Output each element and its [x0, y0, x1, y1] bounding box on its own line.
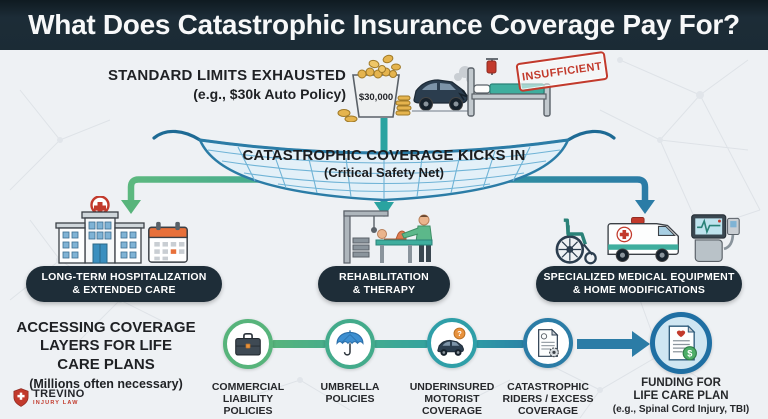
shield-icon [13, 388, 29, 407]
step-label-commercial-liability: COMMERCIAL LIABILITY POLICIES [211, 381, 285, 417]
page-title: What Does Catastrophic Insurance Coverag… [28, 9, 740, 40]
step-circle-underinsured-motorist: ? [427, 318, 477, 368]
brand-tagline: INJURY LAW [33, 399, 79, 406]
ambulance-icon [607, 216, 679, 262]
step-circle-commercial-liability [223, 319, 273, 369]
net-subtitle: (Critical Safety Net) [324, 165, 444, 180]
connector-3 [476, 340, 524, 348]
step-label-umbrella: UMBRELLA POLICIES [320, 381, 380, 405]
dollar-badge: $ [687, 349, 692, 359]
care-plan-funding-icon: $ [668, 324, 697, 361]
step-label-catastrophic-riders: CATASTROPHIC RIDERS / EXCESS COVERAGE [502, 381, 594, 417]
access-coverage-title: ACCESSING COVERAGE LAYERS FOR LIFE CARE … [16, 319, 196, 373]
policy-document-gear-icon [538, 328, 559, 358]
question-badge: ? [457, 329, 462, 338]
car-question-icon: ? [437, 327, 466, 356]
branch-label-rehabilitation: REHABILITATION & THERAPY [318, 266, 450, 302]
calendar-icon [148, 221, 188, 263]
step-label-life-care-funding-title: FUNDING FOR LIFE CARE PLAN [633, 377, 729, 402]
connector-2 [374, 340, 428, 348]
physical-therapy-icon [343, 210, 433, 264]
step-label-underinsured-motorist: UNDERINSURED MOTORIST COVERAGE [409, 381, 495, 417]
brand-text: TREVINO INJURY LAW [33, 387, 85, 407]
connector-1 [272, 340, 326, 348]
access-coverage-subtitle: (Millions often necessary) [29, 376, 183, 391]
insufficient-stamp-label: INSUFFICIENT [521, 59, 603, 84]
standard-limits-subtitle: (e.g., $30k Auto Policy) [193, 86, 346, 102]
hospital-bed-icon [467, 58, 551, 117]
branch-label-equipment: SPECIALIZED MEDICAL EQUIPMENT & HOME MOD… [536, 266, 742, 302]
branch-label-hospitalization: LONG-TERM HOSPITALIZATION & EXTENDED CAR… [26, 266, 222, 302]
brand-name: TREVINO [33, 387, 85, 400]
medical-monitor-icon [691, 214, 740, 262]
access-coverage-block: ACCESSING COVERAGE LAYERS FOR LIFE CARE … [10, 319, 202, 391]
connector-arrow-shaft [577, 339, 633, 349]
connector-arrow-head [632, 331, 650, 357]
step-label-life-care-funding: FUNDING FOR LIFE CARE PLAN (e.g., Spinal… [606, 377, 756, 415]
net-title: CATASTROPHIC COVERAGE KICKS IN [242, 147, 526, 164]
safety-net-caption: CATASTROPHIC COVERAGE KICKS IN (Critical… [148, 147, 620, 180]
step-circle-umbrella [325, 319, 375, 369]
standard-limits-title: STANDARD LIMITS EXHAUSTED [107, 67, 346, 84]
briefcase-icon [235, 332, 261, 356]
umbrella-icon [336, 330, 364, 356]
step-label-life-care-funding-subtitle: (e.g., Spinal Cord Injury, TBI) [612, 403, 750, 415]
step-circle-catastrophic-riders [523, 318, 573, 368]
step-circle-life-care-funding: $ [650, 312, 712, 374]
money-bucket-icon: $30,000 [337, 54, 412, 122]
brand-logo: TREVINO INJURY LAW [13, 388, 85, 407]
title-bar: What Does Catastrophic Insurance Coverag… [0, 0, 768, 50]
hospital-building-icon [55, 196, 145, 264]
wheelchair-icon [555, 218, 597, 265]
bucket-amount-label: $30,000 [359, 92, 393, 103]
safety-net-graphic [152, 129, 616, 202]
standard-limits-block: STANDARD LIMITS EXHAUSTED (e.g., $30k Au… [104, 67, 346, 102]
